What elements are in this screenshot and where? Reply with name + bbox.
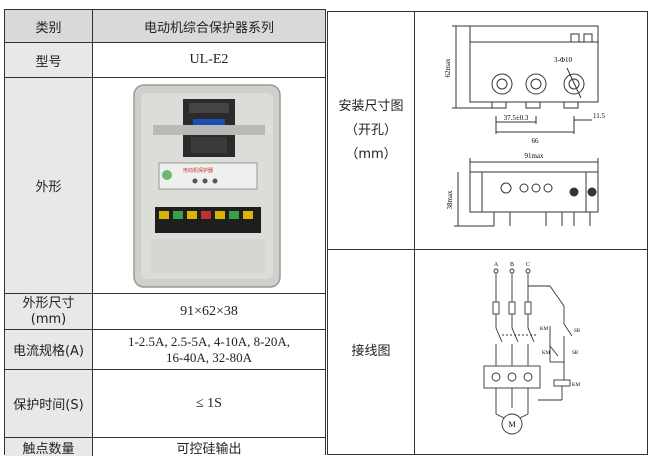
km-label: KM (540, 327, 549, 332)
dimensions-label-line1: 外形尺寸 (22, 295, 75, 311)
dimensions-label: 外形尺寸 (mm) (5, 294, 93, 329)
device-photo-cell: 电动机保护器 (93, 78, 325, 293)
top-width-label: 91max (524, 152, 544, 160)
width-label: 66 (532, 137, 540, 145)
table-row-protection-time: 保护时间(S) ≤ 1S (5, 370, 325, 438)
depth-label: 38max (446, 190, 454, 210)
install-label-line1: 安装尺寸图 (338, 98, 404, 114)
current-value-line2: 16-40A, 32-80A (166, 349, 252, 365)
panel-text: 电动机保护器 (183, 167, 213, 174)
dimensions-value: 91×62×38 (93, 294, 325, 329)
contacts-label: 触点数量 (5, 438, 93, 457)
table-row-appearance: 外形 电动机保护器 (5, 78, 325, 294)
wiring-label-text: 接线图 (351, 344, 391, 359)
wiring-diagram: A B C (483, 262, 581, 435)
dimension-drawing-cell: 62max 3-Φ10 37.5±0.3 66 11.5 91max 38max (414, 12, 647, 249)
dimensions-label-line2: (mm) (30, 311, 67, 327)
hole-label: 3-Φ10 (554, 56, 572, 64)
install-label-line3: （mm） (345, 146, 397, 162)
wiring-row: 接线图 A B C (328, 250, 647, 454)
spec-table: 类别 电动机综合保护器系列 型号 UL-E2 外形 (4, 9, 326, 457)
phase-b-label: B (510, 262, 514, 268)
km3-label: KM (572, 383, 581, 388)
current-value-line1: 1-2.5A, 2.5-5A, 4-10A, 8-20A, (127, 333, 291, 349)
dimension-drawing: 62max 3-Φ10 37.5±0.3 66 11.5 91max 38max (444, 25, 605, 227)
table-row-contacts: 触点数量 可控硅输出 (5, 438, 325, 457)
model-value: UL-E2 (93, 43, 325, 77)
table-header-row: 类别 电动机综合保护器系列 (5, 10, 325, 43)
current-value: 1-2.5A, 2.5-5A, 4-10A, 8-20A, 16-40A, 32… (93, 330, 325, 369)
contacts-value: 可控硅输出 (93, 438, 325, 457)
table-row-model: 型号 UL-E2 (5, 43, 325, 78)
height-label: 62max (444, 58, 452, 78)
protection-time-label: 保护时间(S) (5, 370, 93, 437)
current-label: 电流规格(A) (5, 330, 93, 369)
table-row-dimensions: 外形尺寸 (mm) 91×62×38 (5, 294, 325, 330)
drawing-table: 安装尺寸图 （开孔） （mm） (327, 11, 648, 455)
install-label-line2: （开孔） (344, 122, 397, 138)
sb1-label: SB (574, 329, 581, 334)
install-label: 安装尺寸图 （开孔） （mm） (328, 12, 415, 249)
header-value: 电动机综合保护器系列 (143, 20, 274, 36)
edge-label: 11.5 (593, 112, 605, 120)
model-label: 型号 (5, 43, 93, 77)
wiring-diagram-cell: A B C (414, 250, 647, 454)
wiring-label: 接线图 (328, 250, 415, 454)
phase-c-label: C (526, 262, 530, 268)
motor-label: M (508, 420, 515, 429)
km2-label: KM (542, 351, 551, 356)
table-row-current: 电流规格(A) 1-2.5A, 2.5-5A, 4-10A, 8-20A, 16… (5, 330, 325, 370)
protection-time-value: ≤ 1S (93, 370, 325, 437)
device-photo: 电动机保护器 (133, 83, 281, 288)
install-row: 安装尺寸图 （开孔） （mm） (328, 12, 647, 250)
spacing-label: 37.5±0.3 (504, 114, 529, 122)
phase-a-label: A (494, 262, 499, 268)
appearance-label: 外形 (5, 78, 93, 293)
sb2-label: SB (572, 351, 579, 356)
header-label: 类别 (5, 10, 93, 42)
